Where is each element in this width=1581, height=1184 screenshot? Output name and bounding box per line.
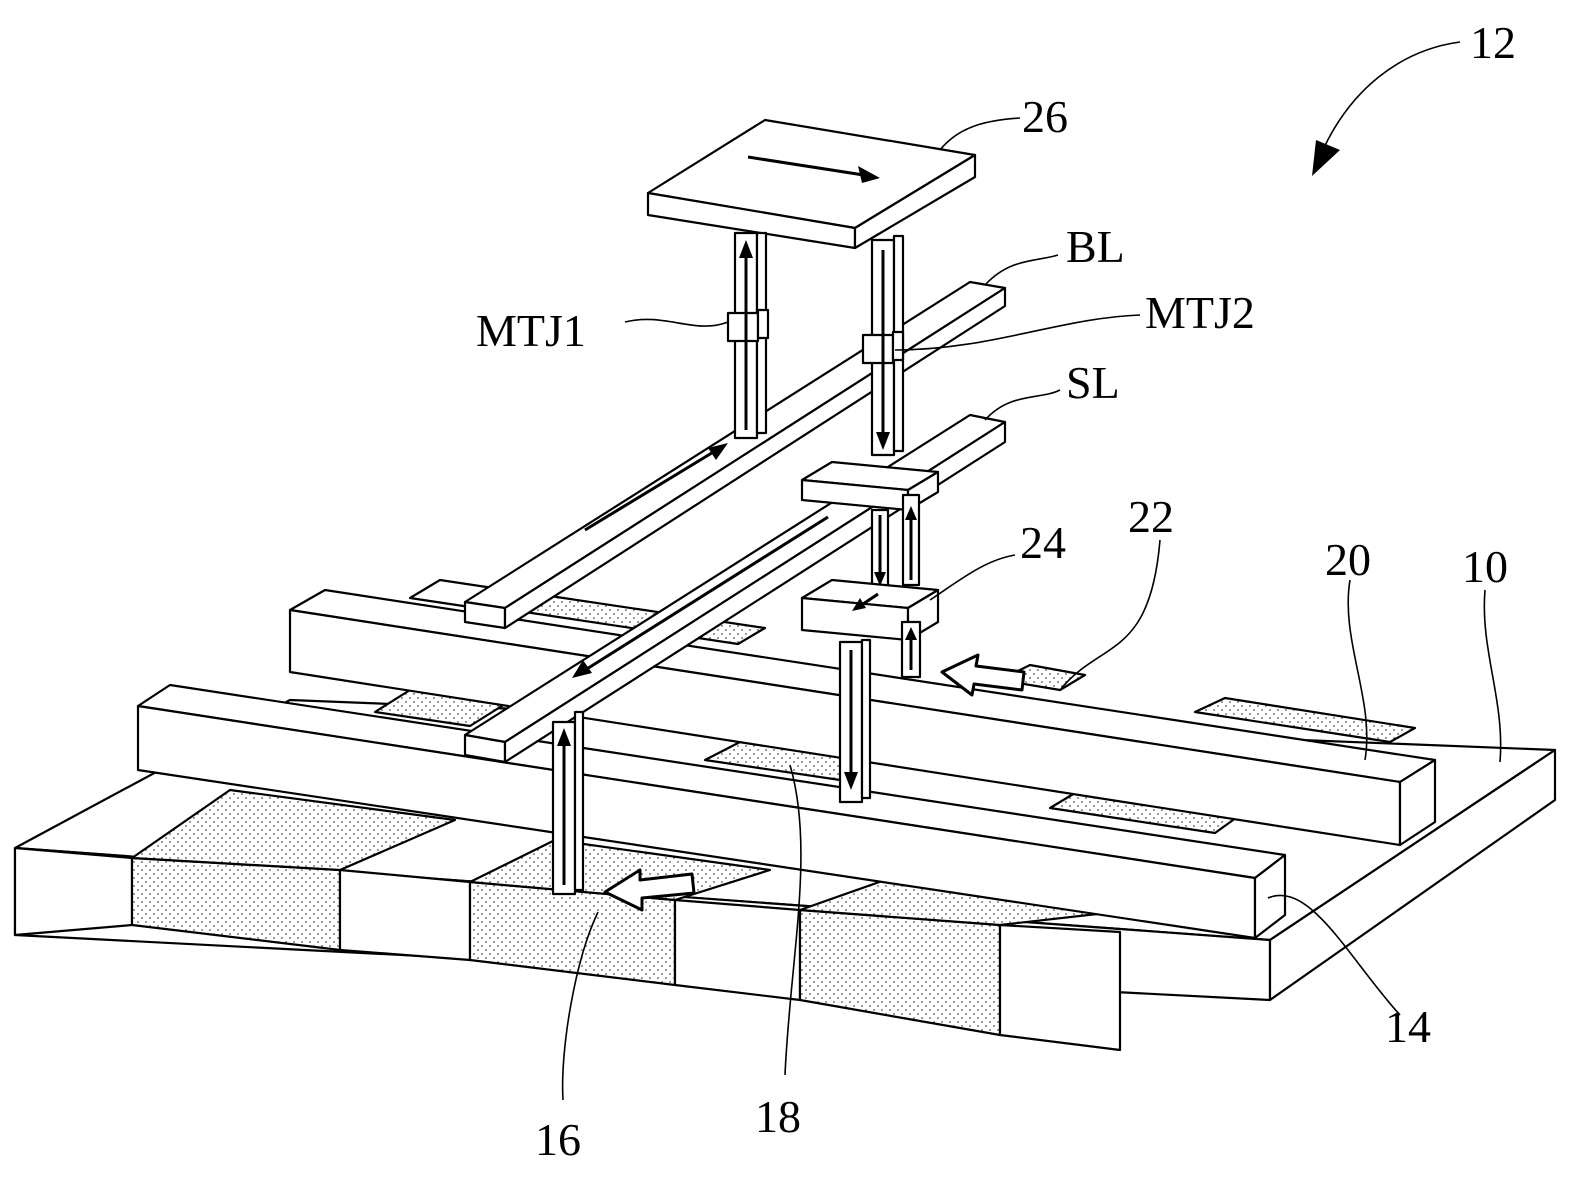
label-26: 26: [1022, 91, 1068, 142]
hollow-arrow-22: [940, 653, 1026, 697]
label-sl: SL: [1066, 357, 1120, 408]
mid-vias: [870, 493, 921, 592]
gate-line-14: [136, 683, 1287, 940]
bl-current-arrow: [584, 443, 728, 532]
sl-current-arrow: [572, 515, 829, 678]
label-mtj1: MTJ1: [476, 305, 586, 356]
label-10: 10: [1462, 541, 1508, 592]
leader-lines: [561, 117, 1502, 1101]
label-mtj2: MTJ2: [1145, 287, 1255, 338]
label-12: 12: [1470, 17, 1516, 68]
lower-vias: [838, 620, 922, 804]
hollow-arrow-16: [603, 868, 696, 912]
top-plate-26: [646, 118, 977, 250]
label-20: 20: [1325, 534, 1371, 585]
labels: 12 26 BL MTJ2 MTJ1 SL 24 22 20 10 14 16 …: [476, 17, 1516, 1165]
label-14: 14: [1385, 1001, 1431, 1052]
mtj2-block: [861, 333, 895, 365]
label-22: 22: [1128, 491, 1174, 542]
via-mtj1: [726, 231, 770, 440]
via-mtj2: [861, 234, 905, 457]
label-16: 16: [535, 1114, 581, 1165]
substrate-front-blocks: [13, 788, 1122, 1052]
label-24: 24: [1020, 517, 1066, 568]
device-arrow-12: [1312, 41, 1461, 176]
mtj1-block: [726, 311, 760, 343]
label-18: 18: [755, 1091, 801, 1142]
label-bl: BL: [1066, 221, 1125, 272]
via-to-16: [551, 710, 585, 896]
